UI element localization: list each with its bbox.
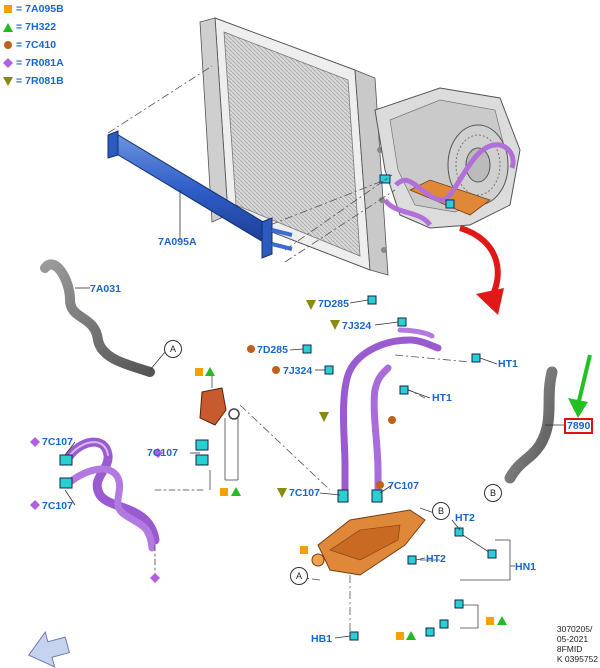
label-hose-upper[interactable]: 7A031 [90,283,121,295]
label-ht2-a[interactable]: HT2 [455,512,475,524]
marker-symbols [30,300,507,640]
label-7c107-r1[interactable]: 7C107 [289,487,320,499]
label-7c107-r2[interactable]: 7C107 [388,480,419,492]
diamond-icon [2,57,14,69]
label-7890-highlighted[interactable]: 7890 [564,418,594,434]
label-7d285-a[interactable]: 7D285 [318,298,349,310]
triangle-icon [2,21,14,33]
label-ht1-b[interactable]: HT1 [432,392,452,404]
label-7c107-left-a[interactable]: 7C107 [42,436,73,448]
triangle-down-icon [2,75,14,87]
red-arrow [459,225,504,315]
legend-item-4: =7R081A [2,56,64,70]
right-bracket-lines [419,507,515,629]
label-7c107-mid[interactable]: 7C107 [147,447,178,459]
hose-7a031 [40,259,166,377]
legend-item-2: =7H322 [2,20,56,34]
label-7j324-a[interactable]: 7J324 [342,320,372,332]
callout-a-lower: A [290,567,308,585]
thermostat-valve [195,375,331,491]
label-leaders [64,299,498,639]
radiator [199,17,389,276]
label-ht1-a[interactable]: HT1 [498,358,518,370]
label-ht2-b[interactable]: HT2 [426,553,446,565]
nav-arrow-icon[interactable] [24,627,72,668]
transmission-oil-cooler [107,130,293,259]
label-7c107-left-b[interactable]: 7C107 [42,500,73,512]
center-purple-tubes [339,327,442,494]
legend-item-3: =7C410 [2,38,56,52]
legend-item-1: =7A095B [2,2,64,16]
square-icon [2,3,14,15]
label-hn1[interactable]: HN1 [515,561,537,573]
transmission [374,87,521,229]
circle-icon [2,39,14,51]
legend-item-5: =7R081B [2,74,64,88]
label-cooler[interactable]: 7A095A [158,236,197,248]
leader-lines [107,65,396,263]
callout-b-center: B [432,502,450,520]
footer-id: 3070205/ 05-2021 8FMID K 0395752 [556,624,598,664]
label-7j324-b[interactable]: 7J324 [283,365,313,377]
hose-7890 [504,366,565,484]
callout-a-upper: A [164,340,182,358]
label-hb1[interactable]: HB1 [311,633,333,645]
green-arrow [568,354,592,418]
fasteners [302,295,497,641]
lower-bracket [311,489,426,576]
callout-b-right: B [484,484,502,502]
label-7d285-b[interactable]: 7D285 [257,344,288,356]
left-purple-tubes [59,437,206,576]
